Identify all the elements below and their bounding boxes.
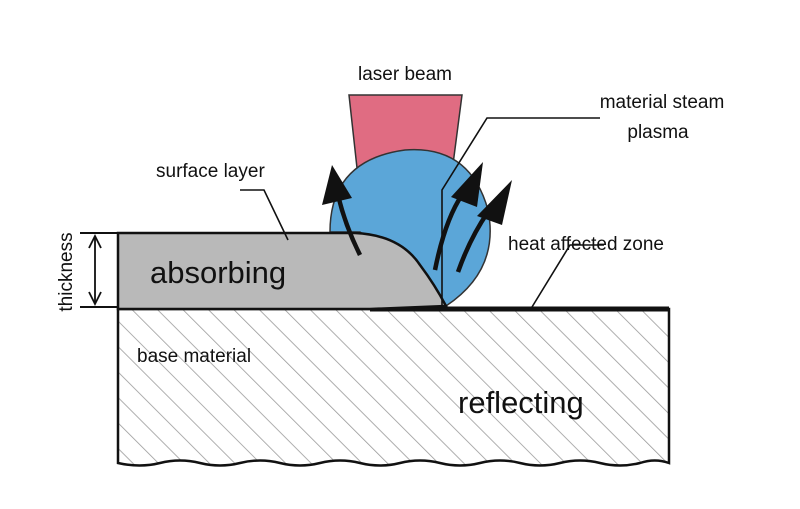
label-material-steam: material steam [600, 92, 725, 113]
material-steam-leader [441, 117, 600, 306]
thickness-arrow-top [88, 233, 102, 249]
surface-layer-leader [240, 189, 289, 241]
label-reflecting: reflecting [458, 385, 584, 420]
label-base-material: base material [137, 346, 251, 367]
steam-arrow-left-head [322, 165, 352, 205]
label-surface-layer: surface layer [156, 161, 265, 182]
thickness-arrow-bottom [88, 291, 102, 307]
steam-arrow-mid-head [451, 162, 483, 207]
heat-affected-zone-leader [531, 244, 604, 308]
label-absorbing: absorbing [150, 255, 286, 290]
label-plasma: plasma [627, 122, 689, 143]
base-material-block [116, 307, 671, 467]
label-heat-affected-zone: heat affected zone [508, 234, 664, 255]
absorbing-layer [116, 231, 449, 311]
steam-arrow-right-head [477, 180, 512, 225]
label-thickness: thickness [56, 232, 77, 311]
label-laser-beam: laser beam [358, 64, 452, 85]
